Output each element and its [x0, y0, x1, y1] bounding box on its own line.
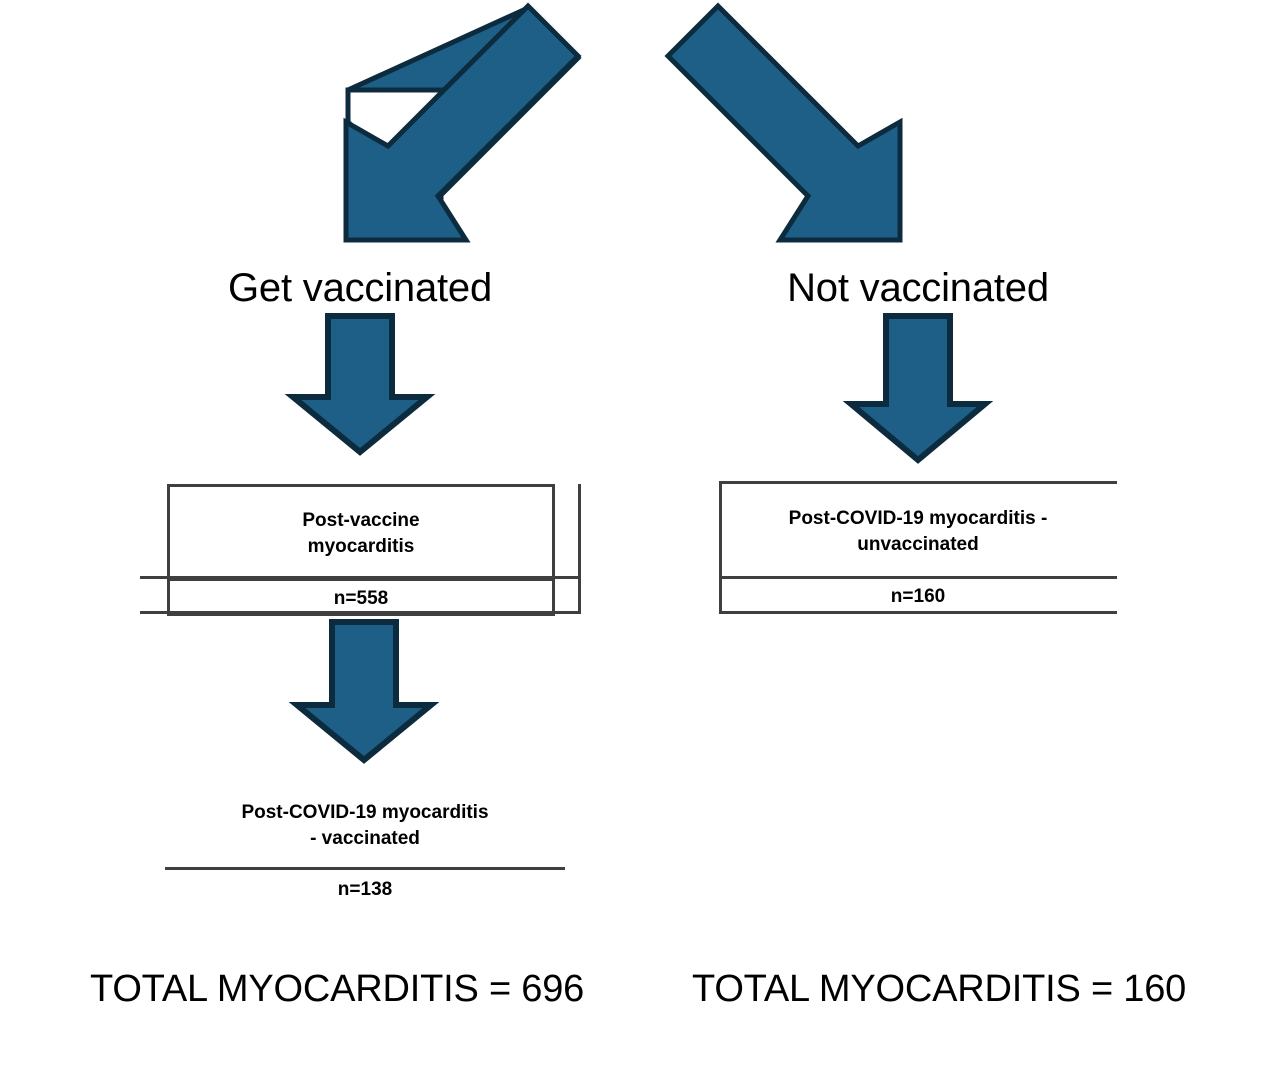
left-box2-title: Post-COVID-19 myocarditis - vaccinated [165, 800, 565, 851]
left-box-top-border [167, 484, 555, 487]
left-box-count: n=558 [333, 588, 389, 609]
right-box-title: Post-COVID-19 myocarditis - unvaccinated [727, 506, 1109, 557]
left-box2-divider [165, 867, 565, 870]
right-box-top-border [719, 481, 1117, 484]
right-box-left-border [719, 481, 722, 614]
right-box-title-line-1: Post-COVID-19 myocarditis - [788, 508, 1048, 529]
left-box-right-border [552, 484, 555, 616]
left-box-title-line-2: myocarditis [307, 535, 415, 557]
vertical-arrow-vaccinated [284, 313, 436, 456]
left-box-outer-divider-top [140, 576, 581, 579]
left-box2-title-line-2: - vaccinated [310, 827, 420, 849]
right-box-mid-divider [719, 576, 1117, 579]
left-box-outer-divider-bottom [140, 611, 581, 614]
right-box-count: n=160 [890, 586, 946, 607]
branch-label-unvaccinated: Not vaccinated [787, 266, 1049, 310]
left-box-title: Post-vaccine myocarditis [175, 508, 547, 559]
branch-label-vaccinated: Get vaccinated [227, 266, 493, 310]
right-box-bottom-border [719, 611, 1117, 614]
total-myocarditis-unvaccinated: TOTAL MYOCARDITIS = 160 [692, 968, 1187, 1010]
left-box-outer-left-edge [578, 484, 581, 614]
vertical-arrow-vaccinated-second [288, 619, 440, 764]
left-box-title-line-1: Post-vaccine [302, 510, 420, 531]
vertical-arrow-unvaccinated [842, 313, 994, 464]
left-box2-count: n=138 [337, 879, 393, 900]
diagonal-left-arrow-shape [343, 2, 582, 243]
left-box-bottom-border [167, 613, 555, 616]
right-box-title-line-2: unvaccinated [857, 533, 979, 555]
diagonal-right-arrow [664, 2, 903, 243]
left-box-left-border [167, 484, 170, 616]
total-myocarditis-vaccinated: TOTAL MYOCARDITIS = 696 [90, 968, 585, 1010]
left-box2-title-line-1: Post-COVID-19 myocarditis [241, 802, 489, 823]
left-box-mid-divider [167, 578, 555, 581]
